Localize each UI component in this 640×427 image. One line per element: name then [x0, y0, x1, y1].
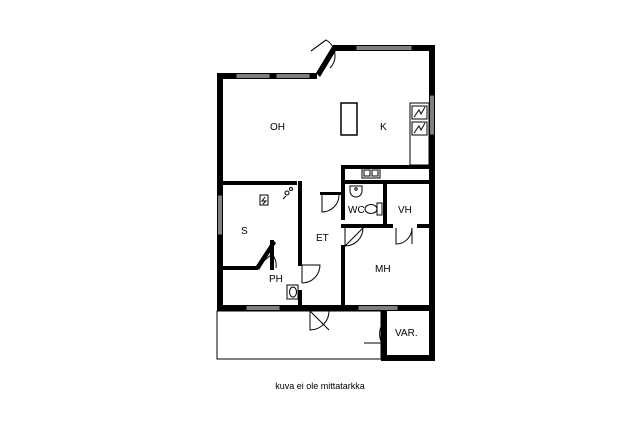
shower-icon	[282, 187, 293, 200]
room-label-k: K	[380, 122, 387, 133]
interior-walls	[217, 165, 435, 311]
room-label-s: S	[241, 226, 248, 237]
kitchen-sink-icon	[361, 167, 381, 179]
outer-walls	[217, 45, 435, 311]
room-label-wc: WC	[348, 205, 365, 216]
room-label-ph: PH	[269, 274, 283, 285]
kitchen-counter	[409, 102, 430, 166]
room-label-et: ET	[316, 233, 329, 244]
storage-var	[381, 311, 435, 361]
doors	[257, 39, 413, 344]
ph-sink-icon	[286, 284, 299, 300]
plan-caption: kuva ei ole mittatarkka	[275, 381, 365, 391]
windows	[217, 45, 435, 311]
wc-sink-icon	[349, 185, 363, 198]
room-label-mh: MH	[375, 264, 391, 275]
room-label-vh: VH	[398, 205, 412, 216]
terrace-area	[216, 310, 382, 360]
kitchen-island	[340, 102, 358, 136]
electrical-panel-icon	[259, 194, 269, 206]
toilet-icon	[364, 202, 383, 216]
room-label-oh: OH	[270, 122, 285, 133]
room-label-var: VAR.	[395, 328, 418, 339]
